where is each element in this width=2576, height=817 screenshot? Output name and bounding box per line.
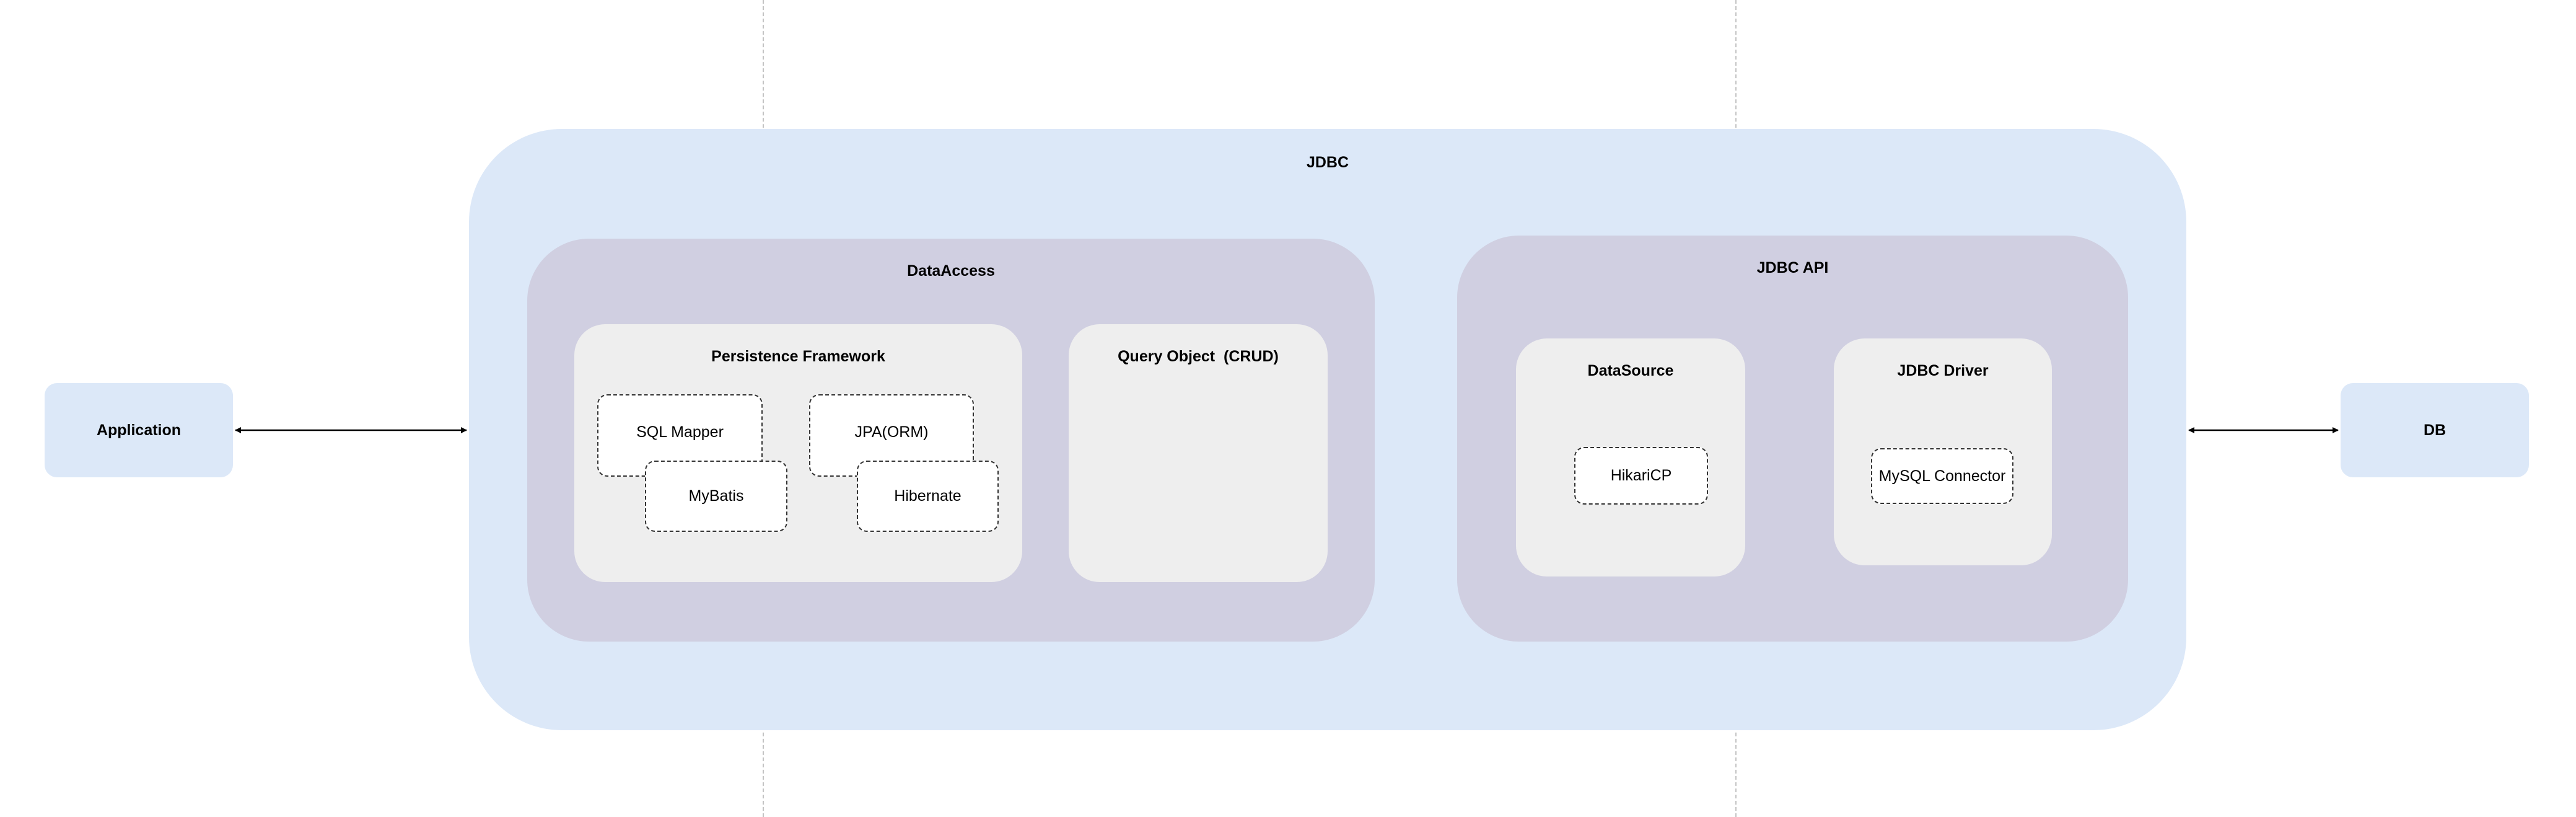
application-node[interactable]: Application bbox=[45, 383, 233, 477]
mysql-connector-label: MySQL Connector bbox=[1878, 467, 2006, 485]
hibernate-node[interactable]: Hibernate bbox=[857, 461, 999, 532]
mybatis-label: MyBatis bbox=[688, 487, 744, 505]
query-object-group[interactable]: Query Object (CRUD) bbox=[1069, 324, 1328, 582]
application-label: Application bbox=[96, 421, 182, 439]
jdbc-api-title: JDBC API bbox=[1756, 259, 1829, 276]
hibernate-label: Hibernate bbox=[894, 487, 962, 505]
jdbc-driver-title: JDBC Driver bbox=[1897, 362, 1989, 379]
hikaricp-node[interactable]: HikariCP bbox=[1574, 447, 1708, 505]
sql-mapper-label: SQL Mapper bbox=[636, 423, 724, 441]
query-object-title: Query Object (CRUD) bbox=[1118, 348, 1279, 365]
persistence-framework-title: Persistence Framework bbox=[711, 348, 885, 365]
datasource-title: DataSource bbox=[1587, 362, 1674, 379]
db-label: DB bbox=[2423, 421, 2447, 439]
mysql-connector-node[interactable]: MySQL Connector bbox=[1871, 448, 2013, 504]
db-node[interactable]: DB bbox=[2341, 383, 2529, 477]
jpa-orm-label: JPA(ORM) bbox=[854, 423, 929, 441]
data-access-title: DataAccess bbox=[907, 262, 995, 280]
hikaricp-label: HikariCP bbox=[1610, 467, 1672, 484]
jdbc-title: JDBC bbox=[1306, 154, 1349, 171]
mybatis-node[interactable]: MyBatis bbox=[645, 461, 787, 532]
